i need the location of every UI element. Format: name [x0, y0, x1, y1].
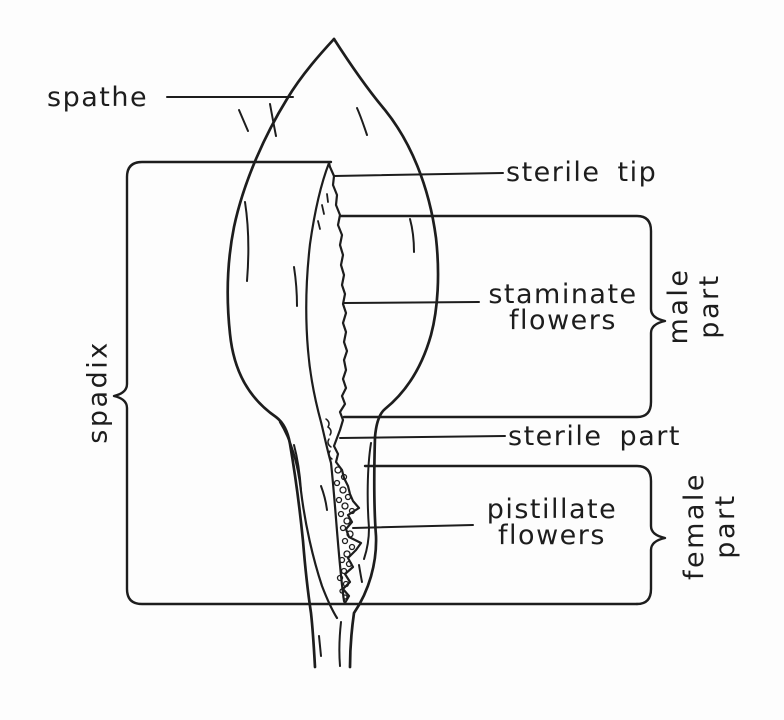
male-part-label: male part — [663, 267, 725, 345]
sterile-tip-label: sterile tip — [506, 157, 658, 188]
spadix-brace — [112, 160, 639, 606]
flower-bump — [337, 510, 345, 518]
flower-bump — [343, 517, 351, 525]
texture-squiggle — [327, 426, 332, 436]
label-brackets — [112, 160, 667, 606]
flower-bump — [342, 580, 350, 588]
staminate-flowers-pointer-line — [343, 301, 480, 304]
staminate-flowers-label: staminate flowers — [488, 279, 638, 336]
vein-stroke — [293, 444, 302, 491]
flower-bump — [338, 556, 346, 564]
texture-squiggle — [325, 418, 330, 428]
vein-stroke — [409, 218, 415, 253]
flower-bump — [345, 560, 353, 568]
flower-bump — [344, 493, 352, 501]
sterile-part-label: sterile part — [508, 421, 681, 452]
texture-squiggle — [328, 450, 333, 460]
sterile-tip-pointer-line — [333, 172, 504, 177]
vein-stroke — [358, 564, 363, 583]
stem-dash — [318, 635, 322, 657]
spathe-left-outline — [226, 37, 336, 669]
vein-stroke — [356, 107, 368, 136]
flower-bump — [333, 479, 341, 487]
vein-stroke — [244, 201, 250, 282]
flower-bump — [335, 496, 343, 504]
texture-dash — [321, 204, 325, 215]
flower-bump — [348, 507, 356, 515]
vein-stroke — [269, 103, 277, 137]
flower-bump — [341, 537, 349, 545]
vein-stroke — [293, 266, 298, 307]
flower-bump — [339, 486, 347, 494]
flower-bump — [342, 594, 348, 600]
spathe-front-fold — [278, 420, 339, 620]
spadix-label: spadix — [82, 340, 114, 444]
flower-bump — [343, 550, 351, 558]
sterile-part-texture — [325, 418, 333, 460]
vein-strokes — [238, 103, 415, 667]
spathe-drawing — [226, 37, 440, 669]
flower-bump — [340, 567, 348, 575]
flower-bump — [339, 524, 347, 532]
flower-bump — [336, 574, 344, 582]
pistillate-flowers-pointer-line — [352, 524, 474, 529]
pointer-lines — [166, 96, 506, 529]
texture-dash — [317, 220, 321, 230]
vein-stroke — [238, 109, 249, 132]
spadix-column — [305, 161, 363, 605]
texture-dash — [326, 193, 329, 203]
spathe-inner-edge — [363, 442, 372, 560]
flower-bump — [334, 466, 342, 474]
flower-bump — [348, 543, 356, 551]
flower-bump — [340, 473, 348, 481]
male-part-brace — [339, 214, 667, 419]
spathe-label: spathe — [47, 82, 149, 113]
spathe-right-outline — [332, 37, 440, 669]
spadix-column-outline — [305, 161, 363, 605]
texture-squiggle — [327, 438, 332, 448]
sterile-tip-texture — [317, 193, 329, 230]
sterile-part-pointer-line — [339, 435, 506, 439]
female-part-brace — [363, 464, 667, 606]
flower-bump — [346, 530, 354, 538]
vein-stroke — [320, 485, 328, 511]
pistillate-flowers-label: pistillate flowers — [486, 494, 618, 551]
female-part-label: female part — [679, 471, 741, 581]
pistillate-texture — [333, 466, 356, 600]
stem-inner-line — [338, 621, 342, 667]
flower-bump — [341, 502, 349, 510]
flower-bump — [339, 588, 345, 594]
